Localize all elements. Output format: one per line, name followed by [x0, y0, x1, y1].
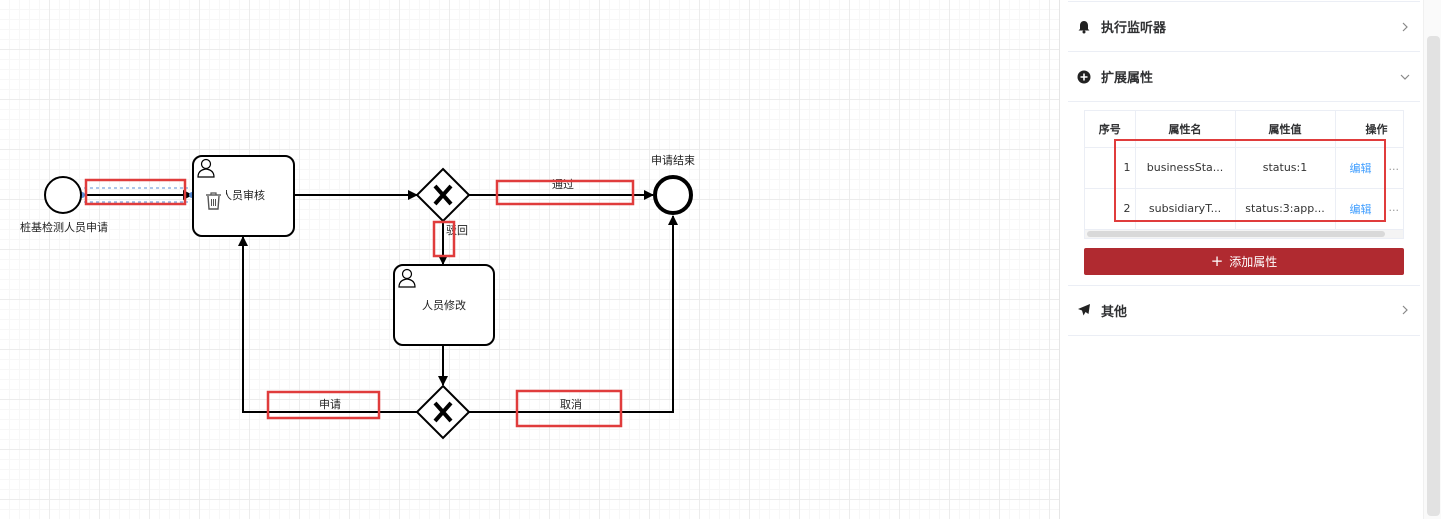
table-row: 1 businessSta... status:1 编辑... — [1085, 147, 1403, 189]
column-header-index: 序号 — [1085, 111, 1136, 148]
section-execution-listener[interactable]: 执行监听器 — [1068, 2, 1420, 52]
section-other[interactable]: 其他 — [1068, 286, 1420, 336]
task-modify[interactable]: 人员修改 — [393, 264, 495, 346]
table-horizontal-scrollbar[interactable] — [1085, 229, 1403, 238]
task-review-label: 人员审核 — [221, 188, 265, 202]
highlight-box-start-flow — [84, 178, 187, 206]
paper-plane-icon — [1077, 303, 1091, 317]
highlight-box-reject — [432, 220, 456, 258]
start-event[interactable] — [44, 176, 82, 214]
user-icon — [197, 158, 215, 178]
chevron-right-icon[interactable] — [1400, 22, 1410, 32]
bell-icon — [1077, 20, 1091, 34]
task-review[interactable]: 人员审核 — [192, 155, 295, 237]
row-property-value: status:1 — [1235, 147, 1336, 189]
plus-icon: + — [1210, 251, 1224, 270]
row-property-value: status:3:app... — [1235, 188, 1336, 230]
plus-circle-icon — [1077, 70, 1091, 84]
section-extension-properties[interactable]: 扩展属性 — [1068, 52, 1420, 102]
extension-properties-body: 序号 属性名 属性值 操作 1 businessSta... status:1 … — [1068, 102, 1420, 286]
panel-vertical-scrollbar[interactable] — [1423, 0, 1441, 519]
row-actions: 编辑... — [1335, 147, 1403, 189]
flow-apply-label: 申请 — [319, 398, 341, 411]
bpmn-canvas[interactable]: 桩基检测人员申请 人员审核 申请结束 — [0, 0, 1059, 519]
table-header-row: 序号 属性名 属性值 操作 — [1085, 111, 1403, 148]
column-header-value: 属性值 — [1235, 111, 1336, 148]
column-header-name: 属性名 — [1135, 111, 1236, 148]
add-property-label: 添加属性 — [1229, 254, 1278, 269]
column-header-action: 操作 — [1335, 111, 1403, 148]
exclusive-gateway-review[interactable] — [415, 167, 471, 223]
highlight-box-table-rows — [1114, 139, 1386, 222]
trash-icon[interactable] — [206, 192, 221, 210]
flow-cancel-label: 取消 — [560, 397, 582, 411]
chevron-down-icon[interactable] — [1400, 72, 1410, 82]
highlight-box-cancel — [515, 389, 623, 428]
highlight-boxes — [84, 178, 635, 428]
flow-start-to-review[interactable] — [79, 187, 195, 203]
end-event-label: 申请结束 — [651, 154, 695, 167]
properties-panel: 执行监听器 扩展属性 序号 属性名 — [1059, 0, 1441, 519]
bpmn-diagram: 桩基检测人员申请 人员审核 申请结束 — [20, 154, 695, 440]
section-title: 执行监听器 — [1101, 21, 1167, 36]
task-modify-label: 人员修改 — [422, 298, 466, 312]
exclusive-gateway-modify[interactable] — [415, 384, 471, 440]
more-actions[interactable]: ... — [1388, 159, 1400, 173]
row-index: 2 — [1085, 188, 1136, 230]
section-title: 扩展属性 — [1101, 71, 1154, 86]
row-actions: 编辑... — [1335, 188, 1403, 230]
user-icon — [398, 268, 416, 288]
flow-reject-label: 驳回 — [446, 224, 468, 237]
highlight-box-apply — [266, 390, 381, 420]
add-property-button[interactable]: + 添加属性 — [1084, 247, 1404, 275]
flow-apply[interactable] — [238, 236, 417, 413]
chevron-right-icon[interactable] — [1400, 305, 1410, 315]
row-property-name: businessSta... — [1135, 147, 1236, 189]
row-index: 1 — [1085, 147, 1136, 189]
start-event-label: 桩基检测人员申请 — [20, 220, 108, 234]
end-event[interactable] — [653, 175, 693, 215]
more-actions[interactable]: ... — [1388, 200, 1400, 214]
section-title: 其他 — [1101, 304, 1128, 320]
table-row: 2 subsidiaryT... status:3:app... 编辑... — [1085, 188, 1403, 230]
row-property-name: subsidiaryT... — [1135, 188, 1236, 230]
highlight-box-pass — [495, 179, 635, 206]
flow-cancel[interactable] — [469, 215, 678, 413]
properties-table: 序号 属性名 属性值 操作 1 businessSta... status:1 … — [1084, 110, 1404, 239]
